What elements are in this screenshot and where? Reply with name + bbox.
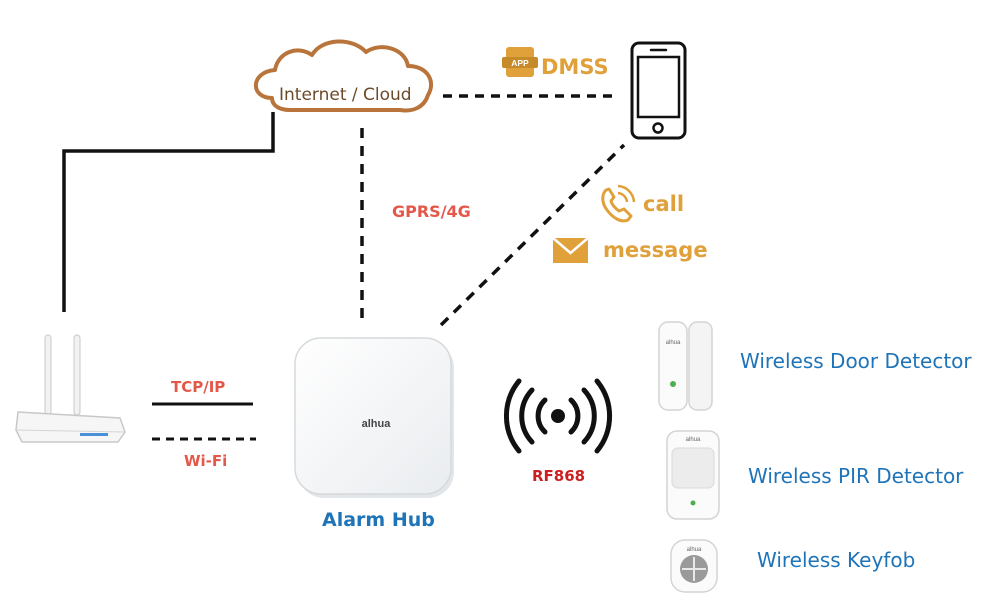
router-icon [15,334,126,443]
svg-text:alhua: alhua [666,340,681,346]
phone-call-icon [601,184,636,223]
app-icon: APP [502,47,538,77]
door-detector-icon: alhua [658,321,713,411]
wifi-label: Wi-Fi [184,452,228,470]
keyfob-label: Wireless Keyfob [757,548,916,572]
door-detector-label: Wireless Door Detector [740,349,972,373]
pir-detector-icon: alhua [666,430,720,520]
smartphone-icon [630,41,687,140]
svg-text:APP: APP [511,58,529,68]
svg-text:alhua: alhua [687,547,702,553]
cloud-icon [253,39,434,113]
call-label: call [643,192,685,216]
dmss-label: DMSS [541,55,609,79]
cloud-label: Internet / Cloud [279,85,412,105]
svg-text:alhua: alhua [362,418,392,430]
message-label: message [603,238,708,262]
rf-signal-icon [504,378,612,454]
router-to-cloud-line [62,112,275,312]
envelope-icon [552,237,589,263]
hub-to-phone-dashed-line [439,143,626,327]
pir-detector-label: Wireless PIR Detector [748,464,964,488]
keyfob-icon: alhua [670,539,718,593]
tcpip-label: TCP/IP [171,378,226,396]
gprs-label: GPRS/4G [392,202,471,221]
alarm-hub-icon: alhua [294,337,454,498]
svg-text:alhua: alhua [686,437,701,443]
alarm-hub-label: Alarm Hub [322,509,435,531]
rf868-label: RF868 [532,467,586,485]
